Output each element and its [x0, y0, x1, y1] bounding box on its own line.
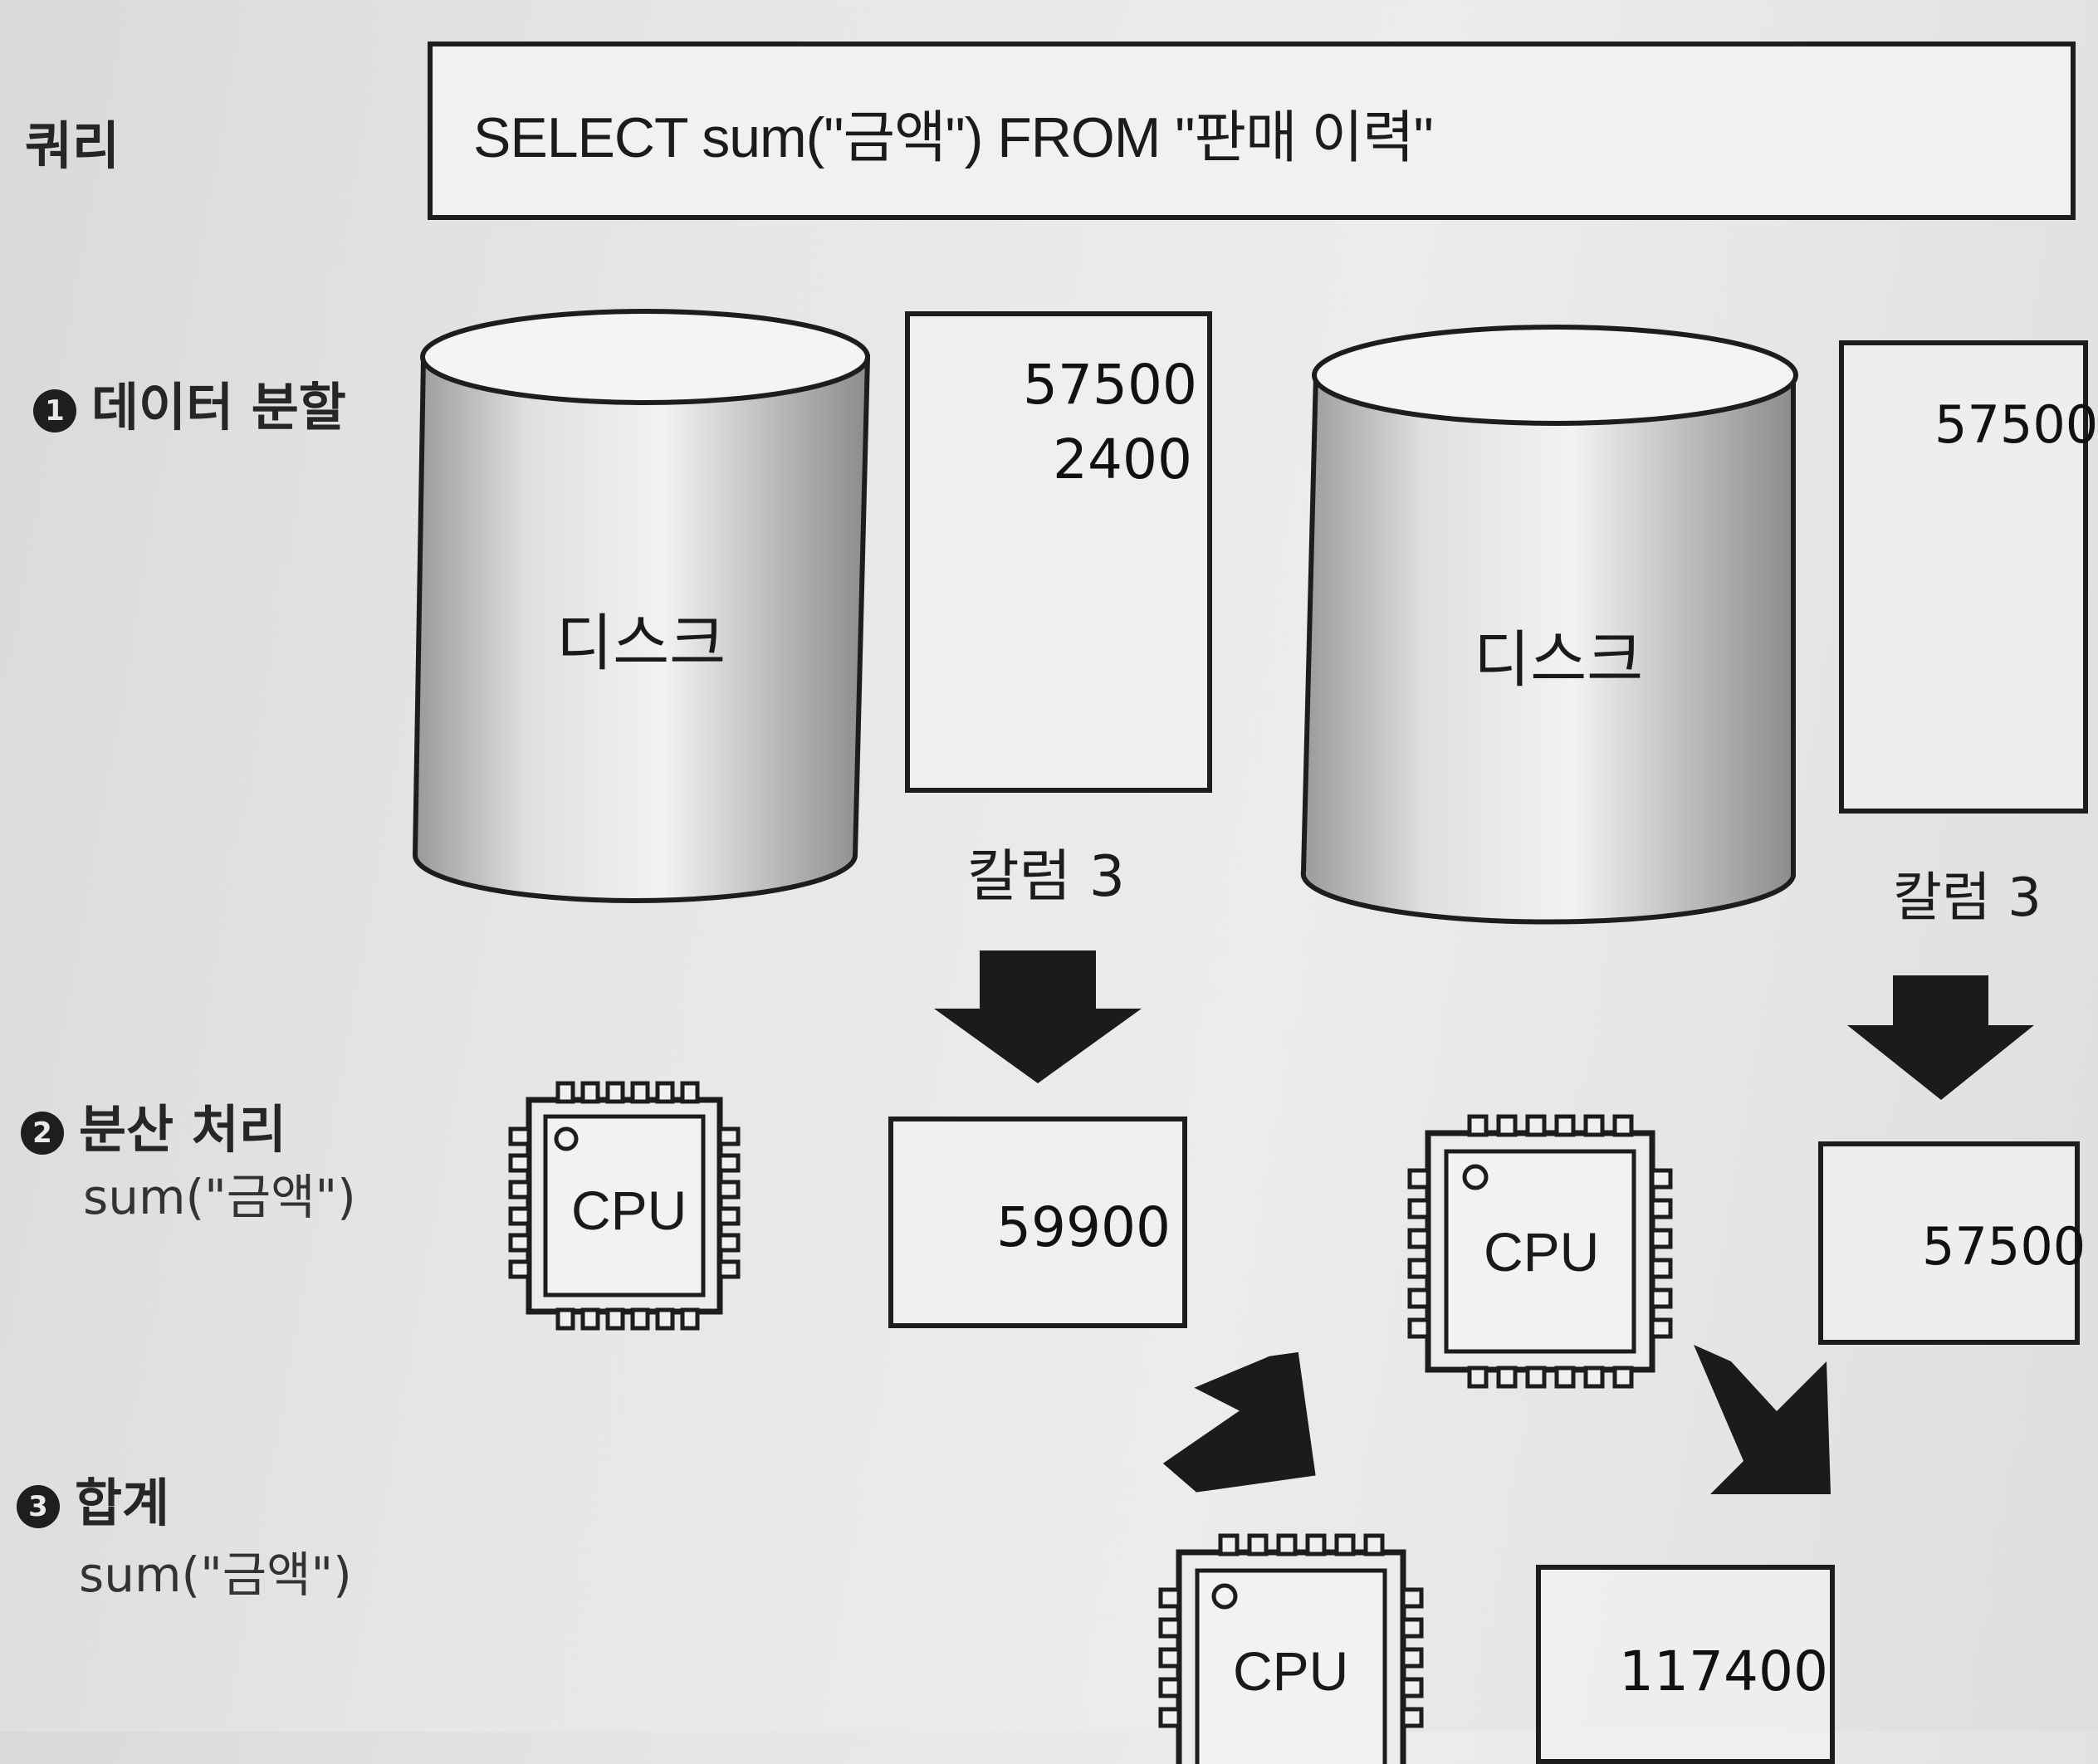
cpu-chip-2 — [1407, 1114, 1673, 1389]
partial-sum-box-1 — [888, 1117, 1187, 1328]
disk-cylinder-1 — [412, 309, 871, 903]
query-label: 쿼리 — [25, 115, 120, 176]
step2-badge: 2 — [21, 1111, 64, 1155]
partial-sum-2: 57500 — [1922, 1216, 2086, 1277]
cpu-label-2: CPU — [1484, 1221, 1600, 1283]
query-box — [428, 42, 2076, 220]
cpu-chip-1 — [508, 1081, 741, 1331]
step1-badge: 1 — [33, 388, 76, 432]
step2-title: 분산 처리 — [79, 1099, 286, 1160]
step3-label: 3 합계 — [17, 1461, 169, 1536]
step2-label: 2 분산 처리 — [21, 1087, 286, 1162]
column-2-value-1: 57500 — [1934, 394, 2098, 455]
step1-label: 1 데이터 분할 — [33, 365, 346, 440]
partial-sum-1: 59900 — [996, 1195, 1171, 1259]
step1-title: 데이터 분할 — [91, 377, 346, 437]
disk-label-1: 디스크 — [556, 608, 726, 679]
step3-badge: 3 — [17, 1484, 60, 1528]
query-text: SELECT sum("금액") FROM "판매 이력" — [473, 106, 1434, 169]
partial-sum-box-2 — [1818, 1141, 2080, 1345]
cpu-label-1: CPU — [571, 1180, 687, 1241]
disk-label-2: 디스크 — [1474, 624, 1644, 696]
step2-subtitle: sum("금액") — [83, 1169, 356, 1225]
column-box-1 — [905, 311, 1212, 793]
column-1-value-1: 57500 — [1023, 353, 1197, 417]
diagonal-arrow-2 — [1694, 1345, 1831, 1494]
cpu-label-aggregator: CPU — [1233, 1640, 1349, 1702]
down-arrow-2 — [1847, 975, 2034, 1100]
column-2-caption: 칼럼 3 — [1893, 867, 2042, 929]
step3-subtitle: sum("금액") — [79, 1547, 352, 1603]
step3-title: 합계 — [75, 1473, 170, 1533]
disk-cylinder-2 — [1300, 325, 1798, 925]
column-1-caption: 칼럼 3 — [967, 844, 1125, 910]
diagram-graphics — [412, 309, 2034, 1764]
column-1-value-2: 2400 — [1053, 428, 1192, 491]
column-box-2 — [1839, 340, 2088, 814]
diagonal-arrow-1 — [1162, 1351, 1316, 1493]
total-sum: 117400 — [1619, 1639, 1828, 1703]
down-arrow-1 — [934, 950, 1142, 1083]
total-sum-box — [1536, 1565, 1835, 1764]
cpu-chip-aggregator — [1158, 1533, 1424, 1764]
